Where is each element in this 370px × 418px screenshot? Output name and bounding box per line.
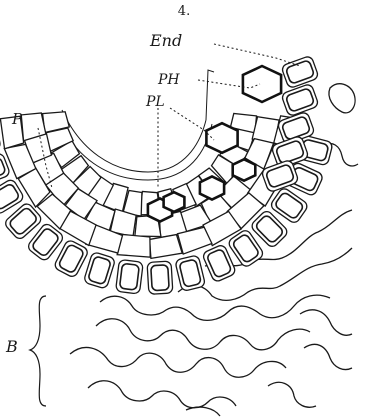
label-p: P: [11, 110, 23, 128]
thick-walled-cell: [206, 123, 237, 153]
endodermis-cell: [116, 259, 144, 294]
thick-walled-cell: [164, 192, 185, 212]
bark-brace: [30, 296, 46, 406]
endodermis-cell: [202, 244, 237, 283]
endodermis-cell: [281, 83, 319, 116]
endodermis-cell: [147, 261, 173, 294]
figure-number: 4.: [178, 4, 190, 19]
thick-walled-cell: [243, 66, 281, 102]
parenchyma-cell: [150, 235, 183, 259]
label-end: End: [149, 31, 182, 50]
endodermis-cell: [175, 255, 206, 292]
thick-walled-cell: [233, 159, 256, 180]
thick-walled-cell: [200, 177, 224, 200]
label-b: B: [5, 337, 18, 356]
label-ph: PH: [157, 72, 180, 88]
endodermis-cell: [281, 55, 319, 88]
endodermis-cell: [0, 125, 1, 155]
endodermis-cell: [83, 251, 115, 289]
label-pl: PL: [145, 94, 165, 110]
